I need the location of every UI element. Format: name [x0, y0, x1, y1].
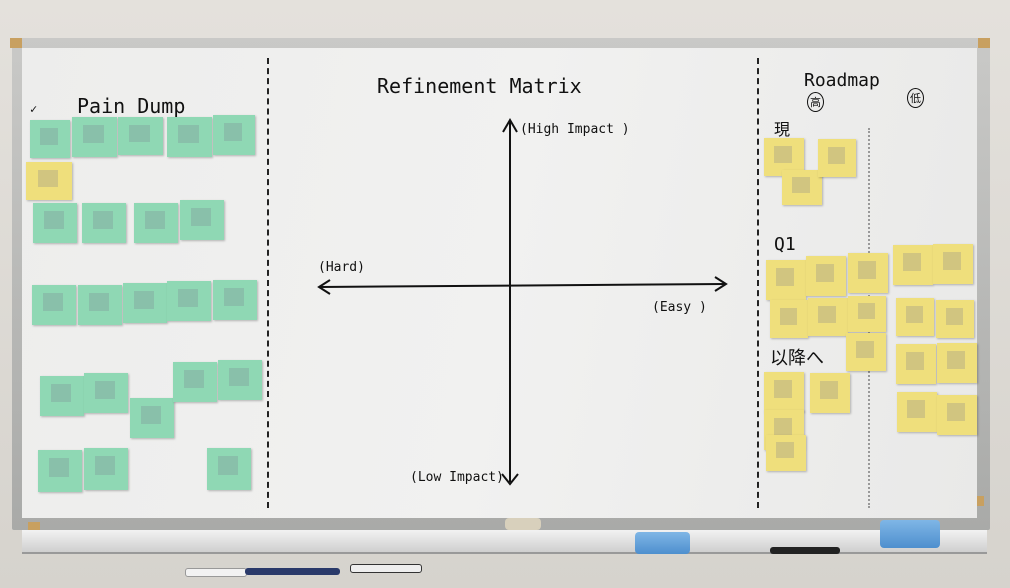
frame-corner — [10, 38, 22, 48]
sticky-note[interactable] — [167, 281, 211, 321]
sticky-note[interactable] — [810, 373, 850, 413]
sticky-note[interactable] — [818, 139, 856, 177]
sticky-note[interactable] — [84, 373, 128, 413]
sticky-note[interactable] — [180, 200, 224, 240]
sticky-note[interactable] — [782, 170, 822, 205]
sticky-note[interactable] — [82, 203, 126, 243]
sticky-note[interactable] — [770, 300, 808, 338]
sticky-note[interactable] — [897, 392, 937, 432]
high-impact-label: (High Impact ) — [520, 122, 630, 137]
hard-label: (Hard) — [318, 260, 365, 275]
sticky-note[interactable] — [72, 117, 117, 157]
sticky-note[interactable] — [213, 115, 255, 155]
easy-label: (Easy ) — [652, 300, 707, 315]
sticky-note[interactable] — [38, 450, 82, 492]
eraser[interactable] — [880, 520, 940, 548]
sticky-note[interactable] — [84, 448, 128, 490]
pain-dump-title: Pain Dump — [77, 94, 186, 118]
high-priority-label: 高 — [807, 92, 824, 112]
sticky-note[interactable] — [167, 117, 212, 157]
sticky-note[interactable] — [893, 245, 933, 285]
later-label: 以降へ — [770, 348, 824, 369]
roadmap-title: Roadmap — [804, 70, 880, 91]
low-priority-label: 低 — [907, 88, 924, 108]
sticky-note[interactable] — [846, 333, 886, 371]
sticky-note[interactable] — [933, 244, 973, 284]
section-divider — [757, 58, 759, 508]
frame-corner — [978, 38, 990, 48]
marker-red[interactable] — [185, 568, 247, 577]
marker-tray — [22, 530, 987, 554]
sticky-note[interactable] — [764, 372, 804, 412]
refinement-matrix-title: Refinement Matrix — [377, 74, 582, 98]
sticky-note[interactable] — [764, 138, 804, 176]
sticky-note[interactable] — [937, 395, 977, 435]
sticky-note[interactable] — [134, 203, 178, 243]
low-impact-label: (Low Impact) — [410, 470, 504, 485]
sticky-note[interactable] — [766, 435, 806, 471]
frame-corner — [972, 496, 984, 506]
sticky-note[interactable] — [848, 296, 886, 332]
sticky-note[interactable] — [32, 285, 76, 325]
sticky-note[interactable] — [848, 253, 888, 293]
sticky-note[interactable] — [118, 117, 163, 155]
magnet-clip — [505, 518, 541, 530]
marker-black[interactable] — [350, 564, 422, 573]
marker-blue[interactable] — [245, 568, 340, 575]
sticky-note[interactable] — [896, 298, 934, 336]
sticky-note[interactable] — [808, 298, 848, 336]
current-label: 現 — [774, 120, 791, 139]
sticky-note[interactable] — [937, 343, 977, 383]
sticky-note[interactable] — [806, 256, 846, 296]
sticky-note[interactable] — [766, 260, 806, 300]
q1-label: Q1 — [774, 234, 796, 255]
frame-corner — [28, 522, 40, 532]
sticky-note[interactable] — [896, 344, 936, 384]
section-divider — [267, 58, 269, 508]
impact-effort-axes — [317, 118, 728, 486]
check-mark: ✓ — [30, 102, 38, 116]
sticky-note[interactable] — [78, 285, 122, 325]
sticky-note[interactable] — [173, 362, 217, 402]
sticky-note[interactable] — [218, 360, 262, 400]
sticky-note[interactable] — [40, 376, 84, 416]
marker-black[interactable] — [770, 547, 840, 554]
sticky-note[interactable] — [123, 283, 167, 323]
sticky-note[interactable] — [26, 162, 72, 200]
sticky-note[interactable] — [130, 398, 174, 438]
sticky-note[interactable] — [213, 280, 257, 320]
sticky-note[interactable] — [936, 300, 974, 338]
sticky-note[interactable] — [207, 448, 251, 490]
eraser[interactable] — [635, 532, 690, 554]
sticky-note[interactable] — [33, 203, 77, 243]
sticky-note[interactable] — [30, 120, 70, 158]
